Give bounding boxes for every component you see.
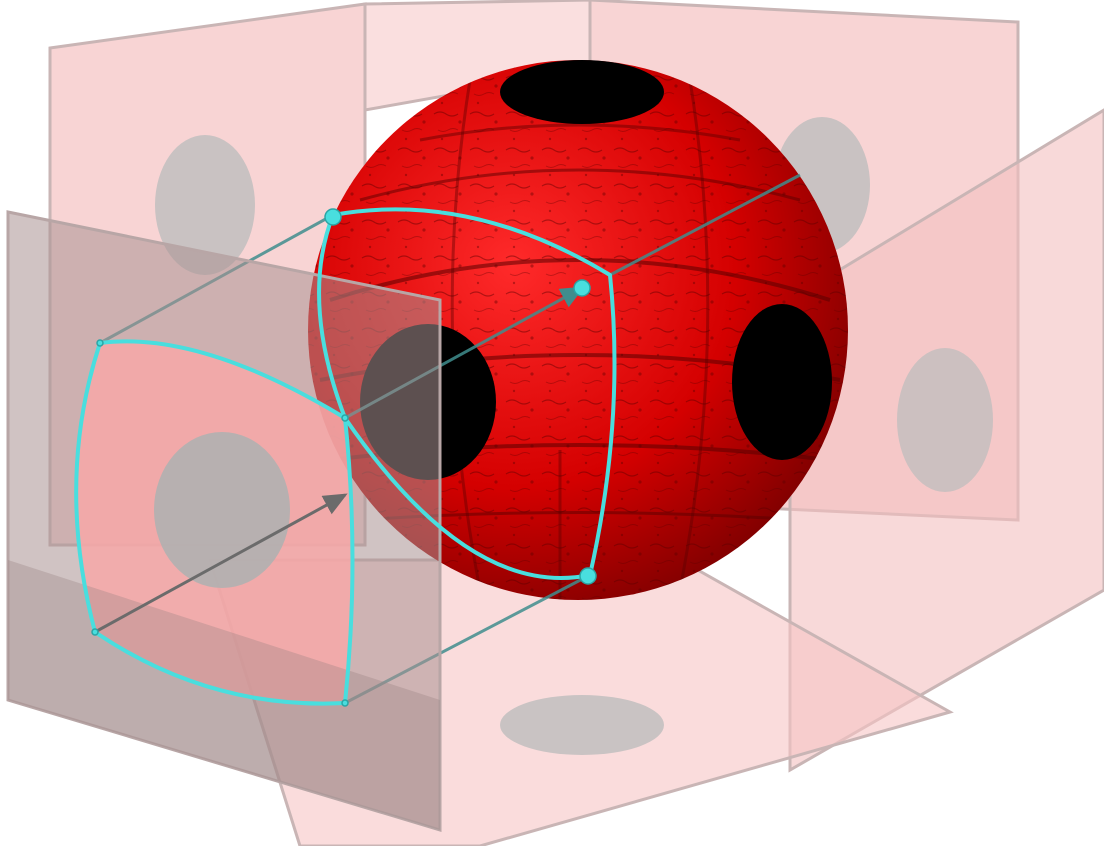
vertex-left — [342, 415, 348, 421]
sphere-hole-right — [732, 304, 832, 460]
projection-hole-bottom — [500, 695, 664, 755]
vertex-plane-bottom-left — [92, 629, 98, 635]
sphere-hole-top — [500, 60, 664, 124]
vertex-plane-top-left — [97, 340, 103, 346]
front-left-plane — [8, 212, 440, 830]
vertex-plane-bottom-right — [342, 700, 348, 706]
projection-hole-left-front — [154, 432, 290, 588]
vertex-top-left — [325, 209, 341, 225]
vertex-bottom-right — [580, 568, 596, 584]
projection-hole-right — [897, 348, 993, 492]
vertex-top-right — [574, 280, 590, 296]
